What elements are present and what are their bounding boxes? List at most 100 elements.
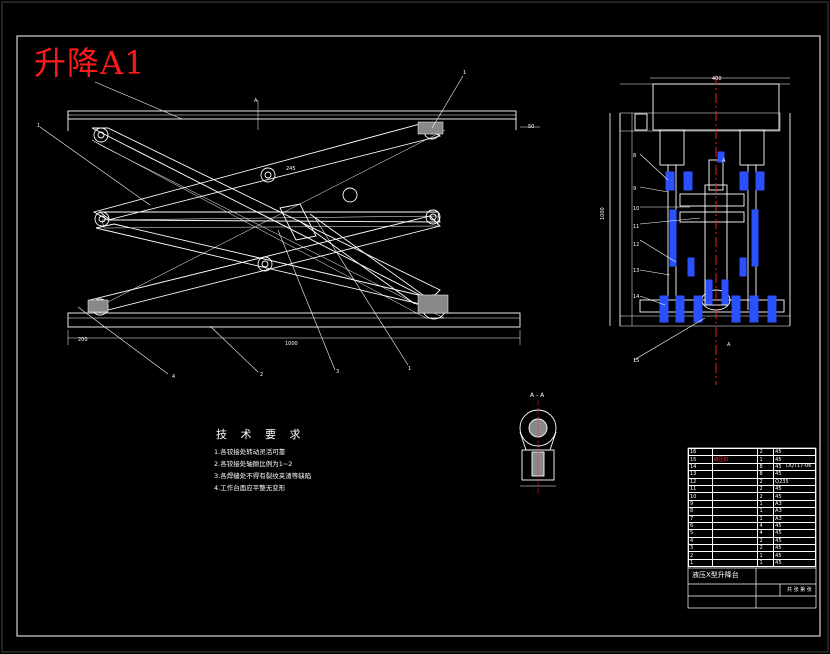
bom-cell-number: 14: [688, 462, 713, 472]
bom-cell-number: 5: [688, 529, 713, 538]
drawing-code: DQT17-06: [786, 463, 812, 469]
section-aa: [519, 400, 557, 496]
bom-cell-name: [711, 551, 759, 560]
svg-text:13: 13: [633, 268, 639, 274]
svg-text:14: 14: [633, 294, 639, 300]
bom-cell-name: [711, 477, 759, 486]
bom-cell-qty: 8: [757, 470, 775, 479]
bom-cell-qty: 2: [757, 544, 775, 553]
svg-text:A: A: [254, 98, 258, 104]
tech-req-line: 3.各焊缝处不得有裂纹夹渣等缺陷: [214, 472, 312, 480]
bom-cell-qty: 2: [757, 447, 775, 457]
bom-cell-number: 6: [688, 521, 713, 531]
bom-cell-material: A3: [773, 514, 816, 523]
drawing-title: 升降A1: [34, 44, 146, 82]
bom-cell-number: 4: [688, 536, 713, 546]
bom-cell-material: 45: [773, 544, 816, 553]
tech-req-line: 4.工作台面应平整无变形: [214, 484, 286, 492]
svg-text:8: 8: [633, 153, 636, 159]
svg-text:3: 3: [336, 369, 339, 375]
bom-cell-qty: 8: [757, 462, 775, 472]
bom-cell-name: [711, 558, 759, 568]
bom-cell-name: [711, 529, 759, 538]
bom-cell-qty: 4: [757, 521, 775, 531]
svg-text:200: 200: [78, 337, 88, 343]
bom-cell-qty: 2: [757, 484, 775, 494]
bom-cell-material: 45: [773, 492, 816, 501]
bom-cell-material: 45: [773, 551, 816, 560]
bom-cell-qty: 1: [757, 455, 775, 464]
bom-cell-material: 45: [773, 484, 816, 494]
bom-cell-name: [711, 447, 759, 457]
bom-cell-material: Q235: [773, 477, 816, 486]
bom-cell-number: 10: [688, 492, 713, 501]
bom-cell-qty: 1: [757, 499, 775, 509]
bom-cell-number: 12: [688, 477, 713, 486]
bom-cell-material: A3: [773, 499, 816, 509]
bom-cell-number: 3: [688, 544, 713, 553]
bom-cell-qty: 1: [757, 551, 775, 560]
bom-cell-qty: 2: [757, 477, 775, 486]
bom-cell-number: 1: [688, 558, 713, 568]
svg-text:245: 245: [286, 166, 296, 172]
svg-text:A: A: [722, 158, 726, 164]
svg-text:A: A: [727, 342, 731, 348]
svg-text:1: 1: [408, 366, 411, 372]
bom-cell-name: [711, 507, 759, 516]
bom-cell-qty: 1: [757, 558, 775, 568]
sheet-count: 共 张 第 张: [787, 587, 812, 593]
bom-cell-name: [711, 536, 759, 546]
bom-cell-material: 45: [773, 470, 816, 479]
tech-req-heading: 技 术 要 求: [216, 428, 306, 441]
svg-text:9: 9: [633, 186, 636, 192]
svg-text:12: 12: [633, 242, 639, 248]
technical-requirements: 技 术 要 求 1.各铰接处转动灵活可靠 2.各铰接处轴隙比例为1~2 3.各焊…: [214, 426, 354, 494]
bom-cell-name: [711, 499, 759, 509]
front-view: [67, 100, 540, 345]
svg-text:1: 1: [463, 70, 466, 76]
bom-cell-material: 45: [773, 536, 816, 546]
bom-cell-material: A3: [773, 507, 816, 516]
bom-cell-number: 15: [688, 455, 713, 464]
bom-cell-name: [711, 470, 759, 479]
bom-cell-material: 45: [773, 447, 816, 457]
bom-cell-number: 2: [688, 551, 713, 560]
bom-cell-number: 11: [688, 484, 713, 494]
section-label: A - A: [530, 392, 545, 399]
bom-cell-name: [711, 462, 759, 472]
side-view: [609, 77, 791, 327]
svg-text:15: 15: [633, 358, 639, 364]
bom-cell-name: [711, 544, 759, 553]
frame-border: [16, 35, 821, 637]
bom-cell-qty: 4: [757, 529, 775, 538]
bom-cell-name: [711, 484, 759, 494]
svg-text:11: 11: [633, 224, 639, 230]
svg-text:10: 10: [633, 206, 639, 212]
bom-cell-qty: 1: [757, 514, 775, 523]
bom-cell-number: 13: [688, 470, 713, 479]
side-view-blue-parts: [659, 151, 777, 323]
svg-text:1000: 1000: [600, 207, 606, 220]
bom-cell-material: 45: [773, 529, 816, 538]
svg-text:1: 1: [37, 123, 40, 129]
bom-cell-qty: 2: [757, 536, 775, 546]
bom-cell-name: 液压缸: [711, 455, 759, 464]
bom-cell-material: 45: [773, 521, 816, 531]
bom-cell-qty: 1: [757, 507, 775, 516]
